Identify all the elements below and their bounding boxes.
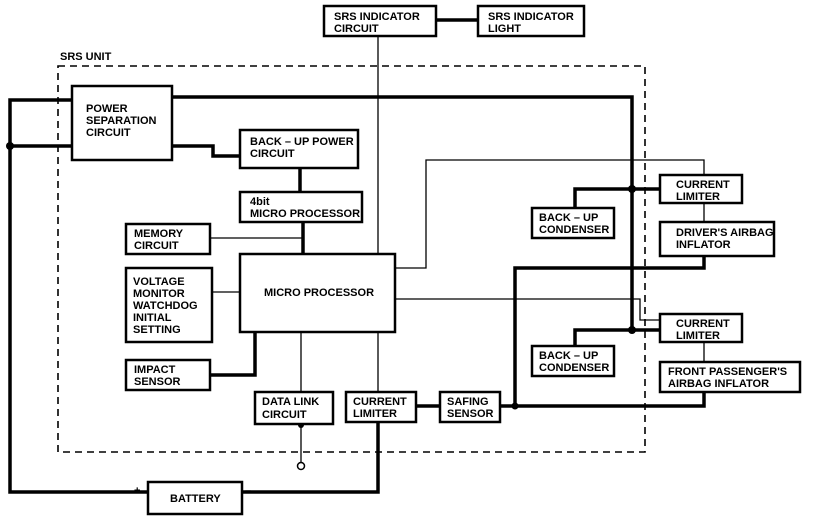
svg-text:MICRO PROCESSOR: MICRO PROCESSOR <box>264 287 374 299</box>
svg-text:SETTING: SETTING <box>133 324 181 336</box>
junction-dot <box>6 142 14 150</box>
svg-text:INITIAL: INITIAL <box>133 312 172 324</box>
data-link-connector <box>296 461 306 471</box>
svg-text:4bit: 4bit <box>250 196 270 208</box>
svg-text:BATTERY: BATTERY <box>170 493 221 505</box>
data-link-circuit-box: DATA LINK CIRCUIT <box>253 390 335 426</box>
svg-text:SRS INDICATOR: SRS INDICATOR <box>488 11 574 23</box>
svg-text:DATA LINK: DATA LINK <box>262 396 319 408</box>
svg-text:POWER: POWER <box>86 103 128 115</box>
impact-sensor-box: IMPACT SENSOR <box>124 358 212 392</box>
backup-condenser-2-box: BACK – UP CONDENSER <box>530 344 616 378</box>
svg-text:CIRCUIT: CIRCUIT <box>134 240 179 252</box>
svg-text:CIRCUIT: CIRCUIT <box>250 148 295 160</box>
srs-indicator-light-box: SRS INDICATOR LIGHT <box>476 4 586 38</box>
svg-text:SRS INDICATOR: SRS INDICATOR <box>334 11 420 23</box>
memory-circuit-box: MEMORY CIRCUIT <box>124 222 212 256</box>
svg-text:MONITOR: MONITOR <box>133 288 185 300</box>
backup-condenser-1-box: BACK – UP CONDENSER <box>530 206 616 240</box>
micro-processor-4bit-box: 4bit MICRO PROCESSOR <box>238 190 364 224</box>
svg-text:AIRBAG INFLATOR: AIRBAG INFLATOR <box>668 378 769 390</box>
thick-wiring <box>8 18 706 494</box>
current-limiter-1-box: CURRENT LIMITER <box>658 173 744 205</box>
svg-text:CONDENSER: CONDENSER <box>539 224 609 236</box>
micro-processor-box: MICRO PROCESSOR <box>238 252 397 334</box>
svg-text:CIRCUIT: CIRCUIT <box>262 409 307 421</box>
junction-dot <box>628 326 636 334</box>
battery-plus-terminal: + <box>134 485 140 497</box>
junction-dot <box>511 402 519 410</box>
svg-text:CIRCUIT: CIRCUIT <box>334 23 379 35</box>
svg-text:INFLATOR: INFLATOR <box>676 239 731 251</box>
backup-power-circuit-box: BACK – UP POWER CIRCUIT <box>238 128 360 170</box>
svg-text:CIRCUIT: CIRCUIT <box>86 127 131 139</box>
svg-text:LIGHT: LIGHT <box>488 23 521 35</box>
battery-box: BATTERY + – <box>134 480 251 516</box>
svg-text:SAFING: SAFING <box>447 396 489 408</box>
safing-sensor-box: SAFING SENSOR <box>438 390 502 424</box>
svg-text:IMPACT: IMPACT <box>134 364 176 376</box>
front-passenger-airbag-inflator-box: FRONT PASSENGER'S AIRBAG INFLATOR <box>658 360 802 394</box>
power-separation-circuit-box: POWER SEPARATION CIRCUIT <box>70 84 174 162</box>
svg-text:VOLTAGE: VOLTAGE <box>133 276 185 288</box>
svg-text:BACK – UP: BACK – UP <box>539 212 598 224</box>
svg-text:MEMORY: MEMORY <box>134 228 184 240</box>
current-limiter-bottom-box: CURRENT LIMITER <box>344 390 418 424</box>
svg-text:LIMITER: LIMITER <box>353 408 397 420</box>
svg-text:MICRO PROCESSOR: MICRO PROCESSOR <box>250 208 360 220</box>
svg-text:CURRENT: CURRENT <box>676 318 730 330</box>
battery-minus-terminal: – <box>245 485 251 497</box>
srs-unit-boundary <box>57 65 646 453</box>
svg-text:DRIVER'S AIRBAG: DRIVER'S AIRBAG <box>676 227 774 239</box>
svg-text:SEPARATION: SEPARATION <box>86 115 157 127</box>
svg-text:LIMITER: LIMITER <box>676 330 720 342</box>
driver-airbag-inflator-box: DRIVER'S AIRBAG INFLATOR <box>658 220 776 258</box>
svg-text:WATCHDOG: WATCHDOG <box>133 300 198 312</box>
svg-text:BACK – UP: BACK – UP <box>539 350 598 362</box>
svg-text:SENSOR: SENSOR <box>134 376 181 388</box>
voltage-monitor-box: VOLTAGE MONITOR WATCHDOG INITIAL SETTING <box>124 266 214 344</box>
current-limiter-2-box: CURRENT LIMITER <box>658 312 744 344</box>
svg-text:BACK – UP POWER: BACK – UP POWER <box>250 136 354 148</box>
svg-text:SENSOR: SENSOR <box>447 408 494 420</box>
svg-text:LIMITER: LIMITER <box>676 191 720 203</box>
junction-dot <box>628 185 636 193</box>
srs-unit-label: SRS UNIT <box>60 51 112 63</box>
svg-text:CONDENSER: CONDENSER <box>539 362 609 374</box>
svg-text:CURRENT: CURRENT <box>353 396 407 408</box>
svg-text:CURRENT: CURRENT <box>676 179 730 191</box>
svg-text:FRONT PASSENGER'S: FRONT PASSENGER'S <box>668 366 787 378</box>
srs-indicator-circuit-box: SRS INDICATOR CIRCUIT <box>322 4 438 38</box>
